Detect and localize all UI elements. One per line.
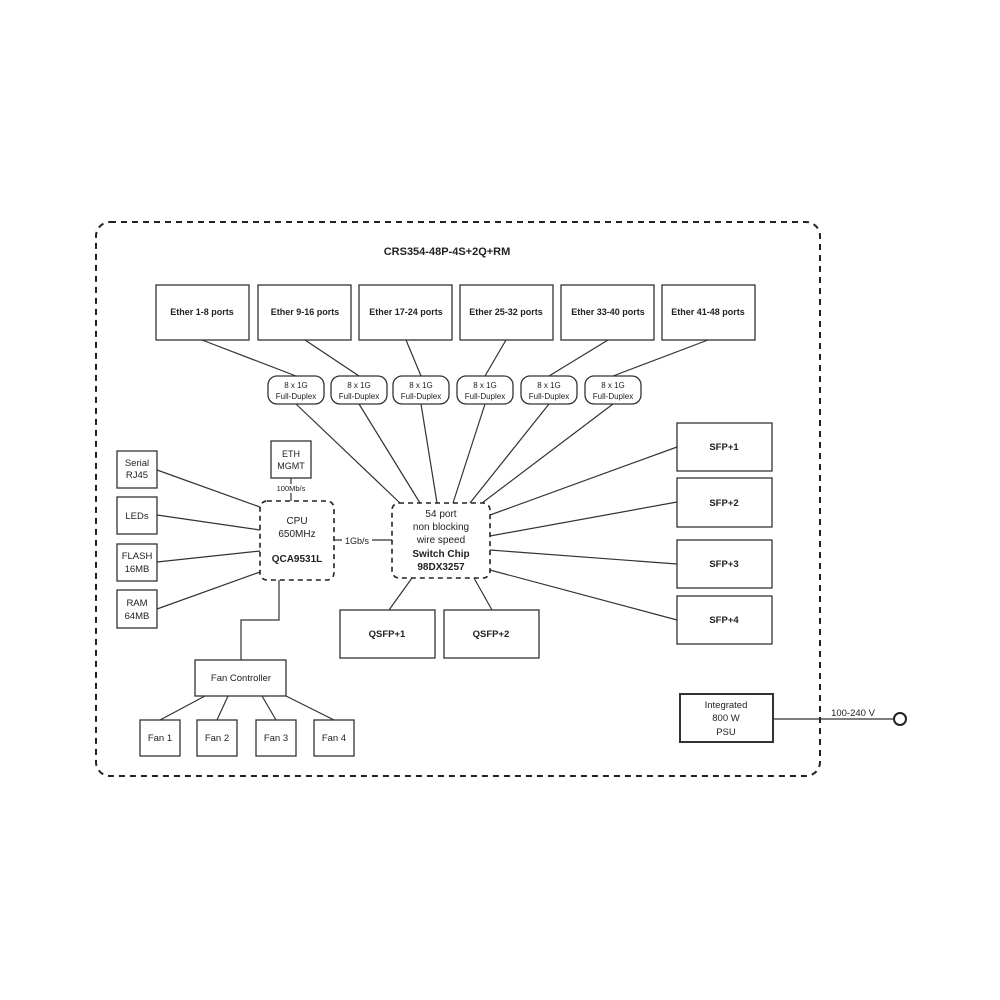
svg-text:8 x 1G: 8 x 1G <box>537 381 561 390</box>
svg-text:8 x 1G: 8 x 1G <box>347 381 371 390</box>
svg-text:Full-Duplex: Full-Duplex <box>276 392 316 401</box>
svg-text:Fan 2: Fan 2 <box>205 733 229 744</box>
ether-port-box: Ether 25-32 ports <box>459 284 554 341</box>
svg-text:Fan 1: Fan 1 <box>148 733 172 744</box>
svg-text:800 W: 800 W <box>712 713 739 724</box>
psu-box: Integrated 800 W PSU <box>679 693 774 743</box>
svg-text:QCA9531L: QCA9531L <box>272 554 323 565</box>
ether-port-box: Ether 1-8 ports <box>155 284 250 341</box>
port-group-pill: 8 x 1G Full-Duplex <box>584 375 642 405</box>
svg-text:64MB: 64MB <box>125 611 150 622</box>
svg-text:Ether 1-8 ports: Ether 1-8 ports <box>170 307 234 317</box>
sfp-box: SFP+2 <box>676 477 773 528</box>
svg-text:16MB: 16MB <box>125 564 150 575</box>
leds-box: LEDs <box>116 496 158 535</box>
switch-chip: 54 port non blocking wire speed Switch C… <box>391 502 491 579</box>
connections <box>156 339 894 721</box>
svg-text:54 port: 54 port <box>425 509 456 520</box>
svg-text:QSFP+2: QSFP+2 <box>473 629 510 640</box>
fan-controller-box: Fan Controller <box>194 659 287 697</box>
cpu: CPU 650MHz QCA9531L <box>259 500 335 581</box>
svg-text:LEDs: LEDs <box>125 511 148 522</box>
device-boundary <box>95 221 821 777</box>
ram-box: RAM 64MB <box>116 589 158 629</box>
port-group-pill: 8 x 1G Full-Duplex <box>392 375 450 405</box>
svg-text:Full-Duplex: Full-Duplex <box>401 392 441 401</box>
psu-input-voltage: 100-240 V <box>831 708 876 719</box>
svg-text:8 x 1G: 8 x 1G <box>601 381 625 390</box>
port-group-pill: 8 x 1G Full-Duplex <box>267 375 325 405</box>
svg-text:8 x 1G: 8 x 1G <box>284 381 308 390</box>
device-title: CRS354-48P-4S+2Q+RM <box>384 246 511 258</box>
svg-text:non blocking: non blocking <box>413 522 469 533</box>
fan-box: Fan 2 <box>196 719 238 757</box>
svg-text:Ether 25-32 ports: Ether 25-32 ports <box>469 307 543 317</box>
svg-text:wire speed: wire speed <box>416 535 465 546</box>
qsfp-box: QSFP+2 <box>443 609 540 659</box>
flash-box: FLASH 16MB <box>116 543 158 582</box>
power-input-connector-icon <box>893 712 907 726</box>
eth-mgmt-speed: 100Mb/s <box>277 484 306 493</box>
sfp-box: SFP+3 <box>676 539 773 589</box>
port-group-pill: 8 x 1G Full-Duplex <box>520 375 578 405</box>
svg-text:Fan 3: Fan 3 <box>264 733 288 744</box>
svg-text:SFP+2: SFP+2 <box>709 498 738 509</box>
eth-mgmt-box: ETH MGMT <box>270 440 312 479</box>
fan-box: Fan 4 <box>313 719 355 757</box>
fan-box: Fan 3 <box>255 719 297 757</box>
fan-box: Fan 1 <box>139 719 181 757</box>
svg-text:RAM: RAM <box>126 598 147 609</box>
qsfp-box: QSFP+1 <box>339 609 436 659</box>
svg-text:Full-Duplex: Full-Duplex <box>529 392 569 401</box>
svg-text:Ether 9-16 ports: Ether 9-16 ports <box>271 307 340 317</box>
svg-text:8 x 1G: 8 x 1G <box>409 381 433 390</box>
svg-text:Ether 17-24 ports: Ether 17-24 ports <box>369 307 443 317</box>
svg-text:Fan 4: Fan 4 <box>322 733 346 744</box>
svg-text:MGMT: MGMT <box>277 461 305 471</box>
svg-text:SFP+3: SFP+3 <box>709 559 738 570</box>
svg-text:98DX3257: 98DX3257 <box>417 562 465 573</box>
svg-text:FLASH: FLASH <box>122 551 153 562</box>
svg-text:Serial: Serial <box>125 458 149 469</box>
sfp-box: SFP+1 <box>676 422 773 472</box>
svg-text:PSU: PSU <box>716 727 736 738</box>
svg-text:QSFP+1: QSFP+1 <box>369 629 406 640</box>
port-group-pill: 8 x 1G Full-Duplex <box>330 375 388 405</box>
svg-text:8 x 1G: 8 x 1G <box>473 381 497 390</box>
svg-text:ETH: ETH <box>282 449 300 459</box>
svg-text:CPU: CPU <box>286 516 307 527</box>
svg-text:Full-Duplex: Full-Duplex <box>339 392 379 401</box>
svg-text:Full-Duplex: Full-Duplex <box>593 392 633 401</box>
svg-text:RJ45: RJ45 <box>126 470 148 481</box>
svg-text:Ether 33-40 ports: Ether 33-40 ports <box>571 307 645 317</box>
svg-text:Integrated: Integrated <box>705 700 748 711</box>
svg-text:SFP+1: SFP+1 <box>709 442 739 453</box>
sfp-box: SFP+4 <box>676 595 773 645</box>
ether-port-box: Ether 41-48 ports <box>661 284 756 341</box>
svg-text:Ether 41-48 ports: Ether 41-48 ports <box>671 307 745 317</box>
ether-port-box: Ether 9-16 ports <box>257 284 352 341</box>
svg-text:Switch Chip: Switch Chip <box>412 549 469 560</box>
cpu-link-speed: 1Gb/s <box>345 536 370 546</box>
ether-port-box: Ether 33-40 ports <box>560 284 655 341</box>
svg-text:Full-Duplex: Full-Duplex <box>465 392 505 401</box>
svg-text:SFP+4: SFP+4 <box>709 615 739 626</box>
ether-port-box: Ether 17-24 ports <box>358 284 453 341</box>
port-group-pill: 8 x 1G Full-Duplex <box>456 375 514 405</box>
svg-text:Fan Controller: Fan Controller <box>211 673 271 684</box>
svg-text:650MHz: 650MHz <box>278 529 315 540</box>
